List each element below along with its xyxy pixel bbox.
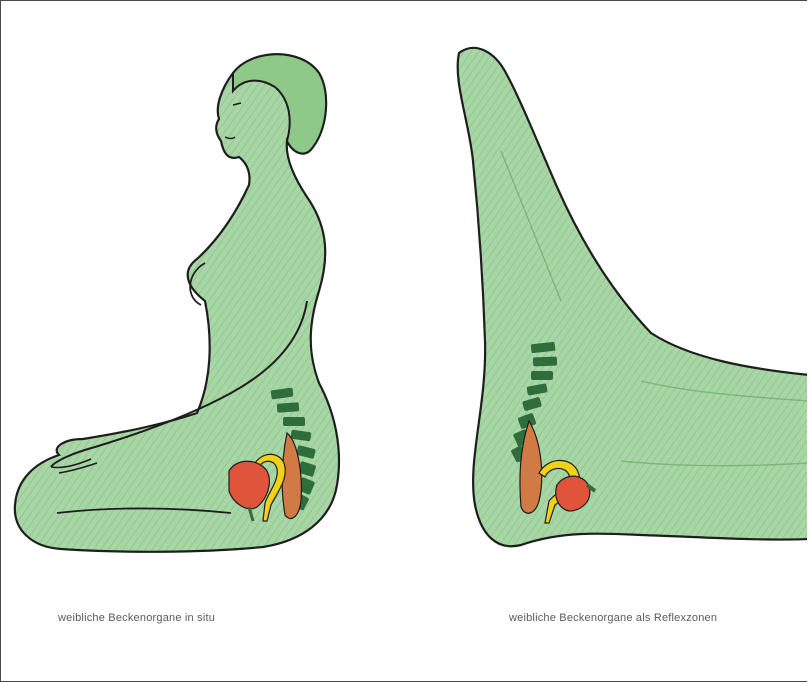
seated-woman-figure <box>15 54 339 552</box>
foot-figure <box>458 48 807 546</box>
foot-silhouette <box>458 48 807 546</box>
caption-reflexzonen: weibliche Beckenorgane als Reflexzonen <box>509 612 717 624</box>
caption-in-situ: weibliche Beckenorgane in situ <box>58 612 215 624</box>
